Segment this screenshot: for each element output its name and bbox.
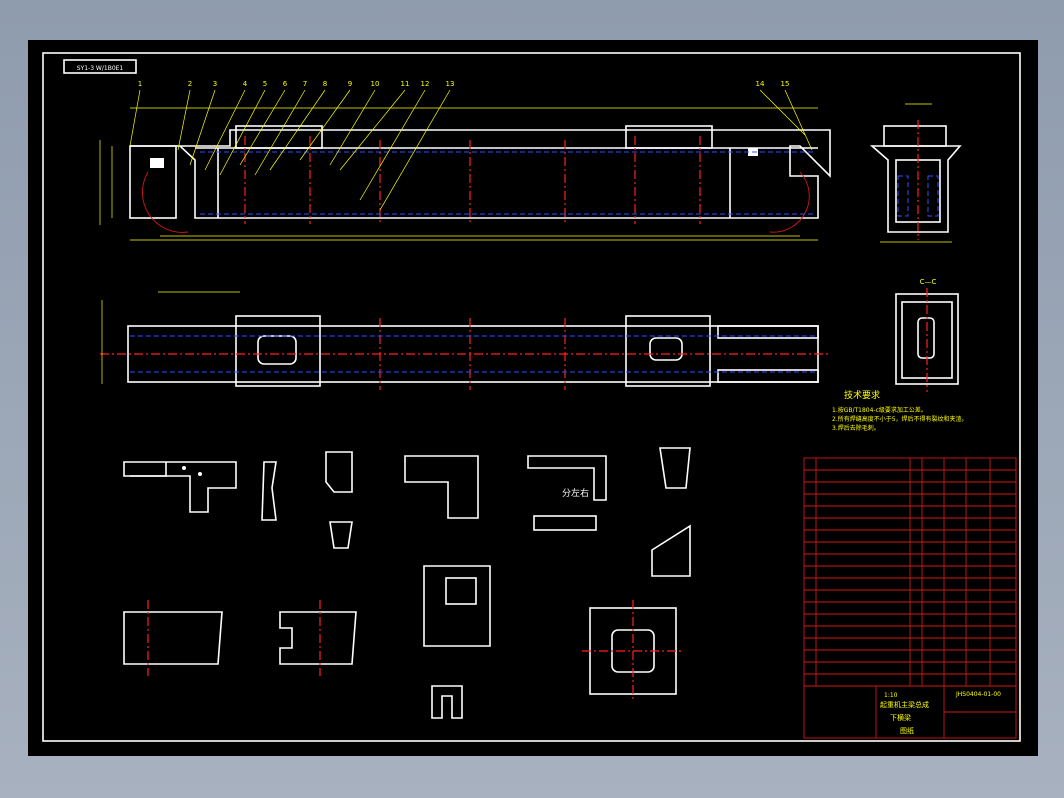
tb-scale: 1:10 xyxy=(884,692,898,699)
balloon-label: 13 xyxy=(446,80,455,88)
balloon-label: 9 xyxy=(348,80,352,88)
drawing-border xyxy=(42,52,1021,742)
parts-list: 1:10 起重机主梁总成 下横梁 JHS0404-01-00 图纸 xyxy=(803,457,1017,739)
note-3: 3.焊后去除毛刺。 xyxy=(832,424,880,432)
balloon-label: 12 xyxy=(421,80,430,88)
side-view xyxy=(869,103,962,243)
balloon-label: 15 xyxy=(781,80,790,88)
tb-drawing-name: 下横梁 xyxy=(890,713,911,722)
sub-label: 分左右 xyxy=(562,487,589,499)
balloon-label: 1 xyxy=(138,80,142,88)
balloon-label: 6 xyxy=(283,80,288,88)
balloon-label: 7 xyxy=(303,80,307,88)
tech-notes: 技术要求 1.按GB/T1804-c级要求加工公差。 2.所有焊缝高度不小于5，… xyxy=(832,389,968,432)
section-view: C—C xyxy=(895,278,959,392)
balloon-label: 3 xyxy=(213,80,217,88)
notes-heading: 技术要求 xyxy=(844,389,880,401)
balloon-label: 10 xyxy=(371,80,380,88)
balloon-label: 4 xyxy=(243,80,248,88)
balloon-label: 14 xyxy=(756,80,765,88)
section-label: C—C xyxy=(920,278,937,286)
front-view xyxy=(99,89,831,241)
tb-company: 图纸 xyxy=(900,726,914,735)
balloon-label: 5 xyxy=(263,80,267,88)
title-tag: SY1-3 W/1B0E1 xyxy=(77,65,124,72)
note-2: 2.所有焊缝高度不小于5，焊后不得有裂纹和夹渣。 xyxy=(832,415,968,423)
balloon-label: 11 xyxy=(401,80,410,88)
note-1: 1.按GB/T1804-c级要求加工公差。 xyxy=(832,406,927,414)
balloon-label: 2 xyxy=(188,80,192,88)
tb-part-name: 起重机主梁总成 xyxy=(880,700,929,709)
drawing-canvas xyxy=(28,40,1038,756)
title-tag-box xyxy=(63,59,137,74)
balloon-label: 8 xyxy=(323,80,327,88)
tb-code: JHS0404-01-00 xyxy=(955,691,1001,698)
top-view xyxy=(100,291,830,390)
detail-parts: 分左右 xyxy=(123,447,691,719)
